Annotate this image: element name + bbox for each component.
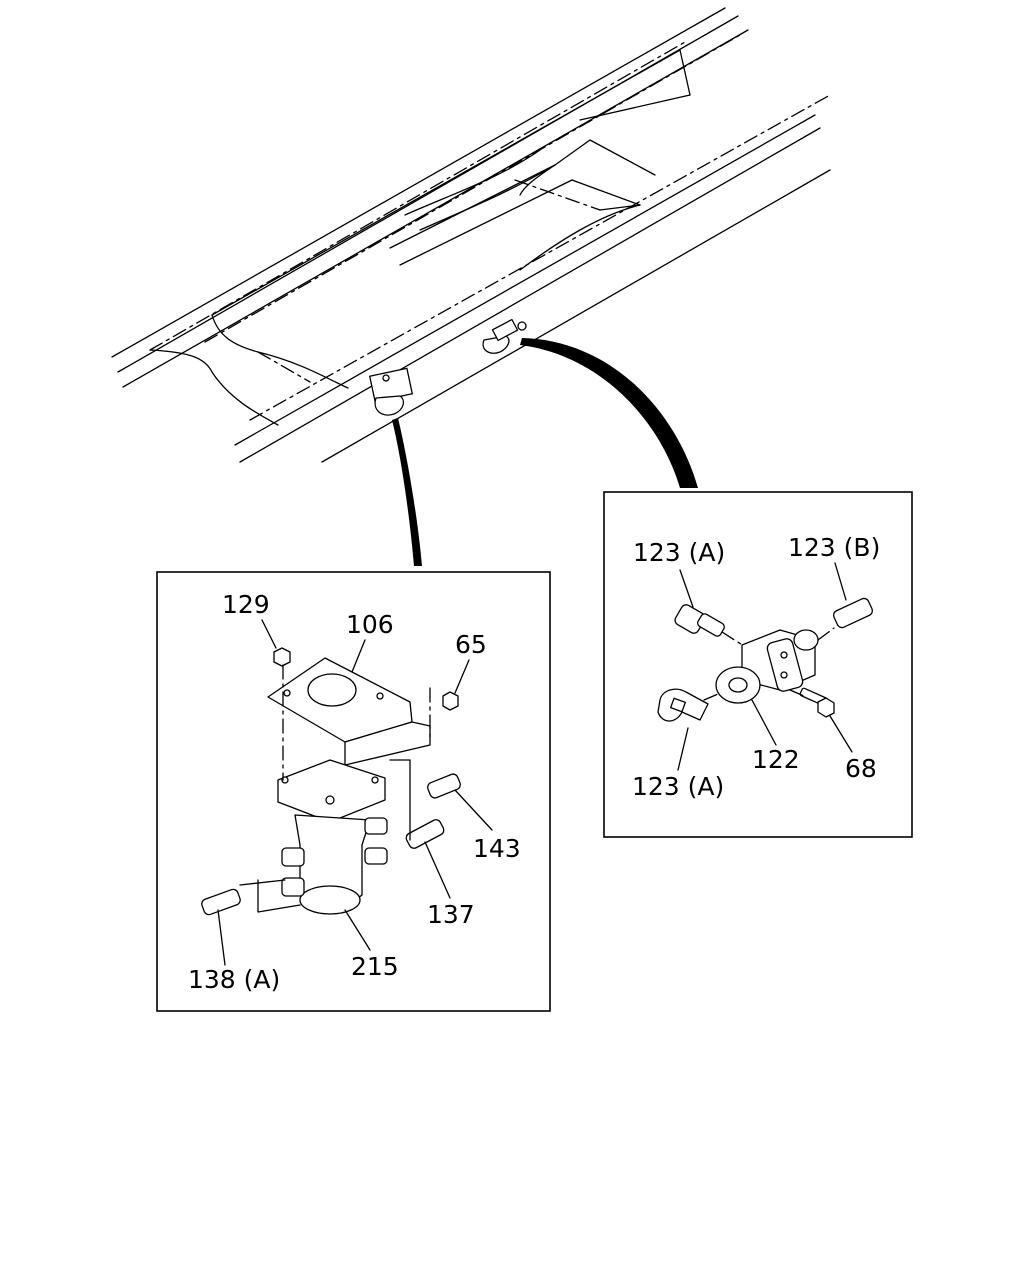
vehicle-frame [111, 7, 831, 463]
callout-143: 143 [473, 834, 521, 863]
nut-part [273, 647, 291, 667]
leader-arc-right [520, 338, 698, 488]
callout-137: 137 [427, 900, 475, 929]
bolt-68-part [799, 687, 835, 718]
callout-122: 122 [752, 745, 800, 774]
left-detail-parts [201, 619, 493, 966]
callout-106: 106 [346, 610, 394, 639]
leader-arc-left [392, 418, 422, 566]
nut-65-part [442, 691, 459, 711]
frame-mounted-valve [369, 367, 413, 416]
callout-65: 65 [455, 630, 487, 659]
fitting-123a-top-part [674, 604, 725, 637]
fitting-138a-part [201, 888, 241, 916]
callout-215: 215 [351, 952, 399, 981]
callout-68: 68 [845, 754, 877, 783]
valve-body-122-part [715, 629, 819, 704]
callout-138a: 138 (A) [188, 965, 280, 994]
fitting-143-part [427, 773, 461, 799]
fitting-137-part [405, 819, 445, 849]
relay-valve-part [277, 759, 388, 915]
fitting-123b-part [832, 597, 874, 629]
callout-129: 129 [222, 590, 270, 619]
callout-123a-top: 123 (A) [633, 538, 725, 567]
frame-mounted-fitting [482, 318, 527, 354]
right-detail-parts [657, 562, 874, 771]
callout-123a-bottom: 123 (A) [632, 772, 724, 801]
elbow-123a-bottom-part [657, 688, 709, 722]
callout-123b: 123 (B) [788, 533, 880, 562]
